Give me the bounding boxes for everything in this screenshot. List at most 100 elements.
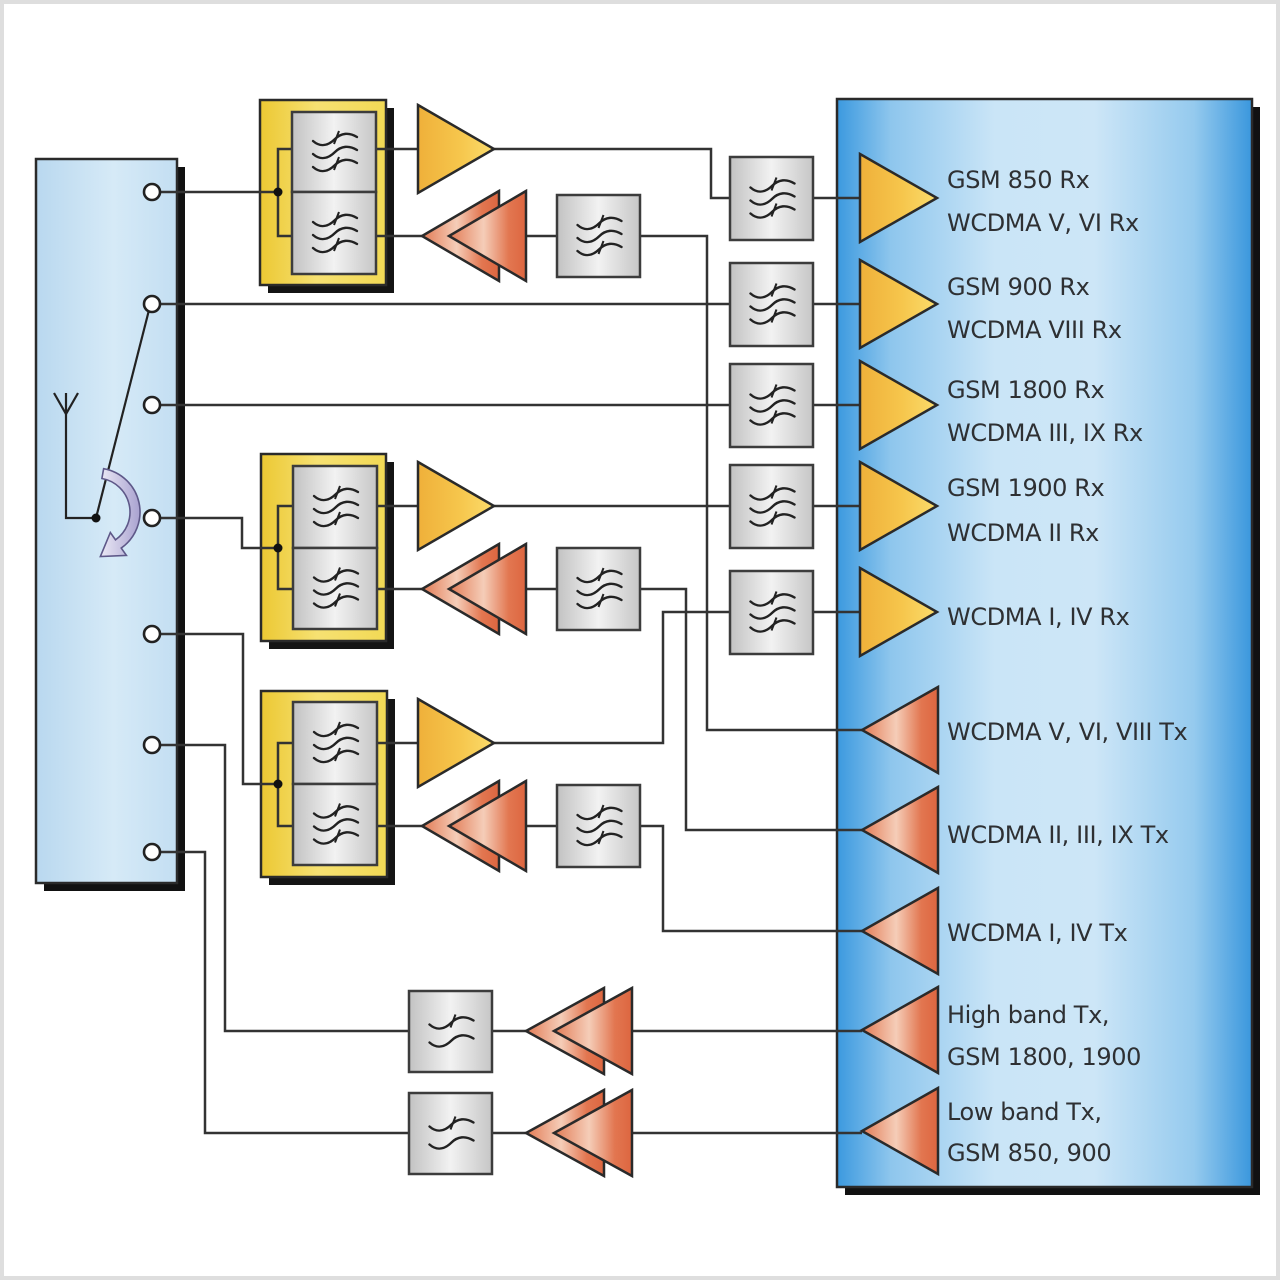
filter-wave	[311, 226, 359, 241]
wire	[494, 610, 730, 745]
rx-amplifier-icon	[858, 358, 940, 452]
junction-dot	[273, 543, 283, 553]
filter-cross-mark	[770, 591, 778, 605]
bandpass-filter-icon	[290, 190, 378, 276]
filter-cross-mark	[334, 721, 341, 736]
rx-label-5: WCDMA I, IV Rx	[947, 603, 1130, 631]
filter-cross-mark	[770, 617, 778, 631]
filter-cross-mark	[770, 177, 778, 191]
switch-port	[142, 735, 162, 755]
filter-box	[407, 989, 494, 1074]
filter-wave	[749, 298, 796, 312]
filter-wave	[576, 229, 623, 244]
tx-amplifier-pair-icon	[419, 778, 528, 874]
filter-wave	[312, 818, 360, 832]
rx-label-2-line1: GSM 900 Rx	[947, 273, 1090, 301]
filter-wave	[576, 819, 623, 834]
tx-label-2: WCDMA II, III, IX Tx	[947, 821, 1169, 849]
rx-label-1-line1: GSM 850 Rx	[947, 166, 1090, 194]
filter-cross-mark	[770, 511, 778, 525]
filter-cross-mark	[334, 747, 341, 762]
filter-wave	[749, 606, 796, 620]
filter-cross-mark	[597, 830, 605, 845]
filter-cross-mark	[333, 211, 340, 226]
rx-label-4-line2: WCDMA II Rx	[947, 519, 1099, 547]
filter-cross-mark	[770, 283, 778, 297]
filter-wave	[428, 1136, 475, 1150]
tx-label-1: WCDMA V, VI, VIII Tx	[947, 718, 1187, 746]
lowpass-filter-icon	[407, 989, 494, 1074]
rx-label-3-line1: GSM 1800 Rx	[947, 376, 1105, 404]
junction-dot	[273, 187, 283, 197]
tx-amplifier-pair-icon	[419, 188, 528, 284]
bandpass-filter-icon	[290, 110, 378, 194]
tx-amplifier-icon	[859, 1085, 940, 1177]
switch-port	[142, 395, 162, 415]
wire	[640, 824, 862, 933]
filter-wave	[311, 145, 359, 160]
bandpass-filter-icon	[728, 362, 815, 449]
filter-cross-mark	[597, 593, 605, 608]
filter-wave	[312, 500, 360, 515]
tx-amplifier-pair-icon	[523, 985, 634, 1077]
switch-pivot-dot	[91, 513, 101, 523]
filter-cross-mark	[333, 156, 340, 171]
tx-amplifier-pair-icon	[523, 1087, 634, 1179]
bandpass-filter-icon	[728, 569, 815, 656]
rx-label-3-line2: WCDMA III, IX Rx	[947, 419, 1143, 447]
filter-cross-mark	[770, 410, 778, 424]
wires	[160, 147, 862, 1135]
bandpass-filter-icon	[291, 546, 379, 631]
bandpass-filter-icon	[555, 783, 642, 869]
rf-front-end-diagram: GSM 850 Rx WCDMA V, VI Rx GSM 900 Rx WCD…	[34, 97, 1260, 1195]
rx-amplifier-icon	[858, 565, 940, 659]
filter-cross-mark	[449, 1014, 457, 1028]
switch-port	[142, 508, 162, 528]
bandpass-filter-icon	[291, 782, 379, 867]
antenna-switch-module	[34, 157, 185, 891]
bandpass-filter-icon	[291, 464, 379, 550]
rx-label-4-line1: GSM 1900 Rx	[947, 474, 1105, 502]
wire	[640, 587, 862, 832]
antenna-feed	[64, 393, 96, 520]
bandpass-filter-icon	[728, 155, 815, 242]
tx-amplifier-icon	[859, 984, 940, 1076]
filter-cross-mark	[334, 567, 341, 581]
filter-cross-mark	[334, 829, 341, 843]
rx-amplifier-icon	[416, 696, 497, 790]
filter-box	[555, 193, 642, 279]
filter-wave	[576, 582, 623, 597]
rx-amplifier-icon	[858, 257, 940, 351]
switch-arm	[94, 309, 151, 519]
wire	[160, 516, 278, 550]
wire	[640, 234, 862, 732]
antenna-icon	[53, 392, 96, 520]
band-labels: GSM 850 Rx WCDMA V, VI Rx GSM 900 Rx WCD…	[947, 166, 1188, 1167]
bandpass-filter-icon	[728, 261, 815, 348]
filter-wave	[749, 192, 796, 206]
rx-amplifier-icon	[416, 459, 497, 553]
rx-amplifier-icon	[858, 459, 940, 553]
filter-wave	[312, 582, 360, 596]
wire	[160, 743, 409, 1033]
tx-label-4-line1: High band Tx,	[947, 1001, 1109, 1029]
wire	[494, 147, 730, 200]
filter-cross-mark	[770, 384, 778, 398]
filter-cross-mark	[333, 237, 340, 252]
switch-port	[142, 842, 162, 862]
wire	[160, 850, 409, 1135]
junction-dot	[273, 779, 283, 789]
tx-amplifier-front	[446, 541, 528, 637]
tx-amplifier-icon	[859, 684, 940, 776]
filter-cross-mark	[449, 1116, 457, 1130]
components	[273, 102, 940, 1179]
bandpass-filter-icon	[555, 546, 642, 632]
switch-port	[142, 182, 162, 202]
filter-cross-mark	[597, 567, 605, 582]
filter-cross-mark	[334, 593, 341, 607]
tx-amplifier-pair-icon	[419, 541, 528, 637]
bandpass-filter-icon	[291, 700, 379, 786]
filter-cross-mark	[597, 804, 605, 819]
switch-internals	[53, 182, 162, 862]
